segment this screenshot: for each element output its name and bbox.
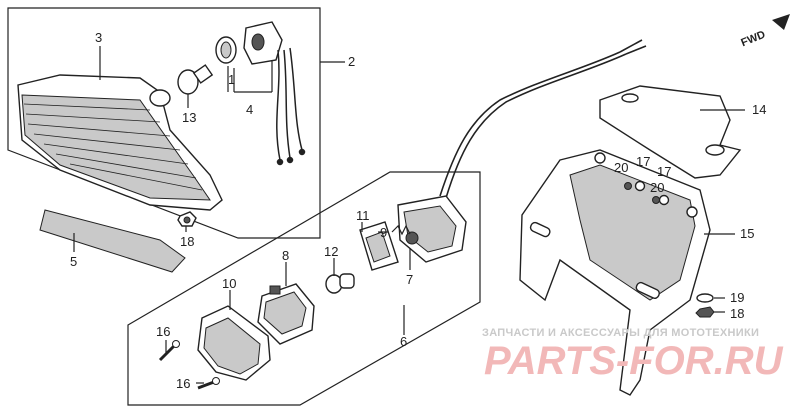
washer-20-a — [624, 182, 632, 190]
screw-16-a — [158, 340, 180, 362]
fwd-arrow-icon — [772, 14, 790, 30]
leader-lines — [73, 46, 745, 384]
callout-17-b: 17 — [657, 164, 671, 179]
nut-17-b — [658, 194, 670, 206]
gasket-11-inner — [365, 231, 391, 263]
license-assembly-outline — [127, 171, 481, 406]
callout-2: 2 — [348, 54, 355, 69]
callout-11: 11 — [356, 208, 370, 223]
watermark-tagline: ЗАПЧАСТИ И АКСЕССУАРЫ ДЛЯ МОТОТЕХНИКИ — [482, 327, 759, 339]
bulb-socket — [215, 21, 283, 65]
callout-10: 10 — [222, 276, 236, 291]
license-light-assembly-group — [127, 171, 481, 406]
callout-4: 4 — [246, 102, 253, 117]
fwd-direction-indicator: FWD — [739, 14, 790, 49]
callout-7: 7 — [406, 272, 413, 287]
socket-wires — [276, 47, 306, 166]
license-light-housing — [397, 195, 467, 263]
washer-19 — [696, 293, 714, 303]
callout-14: 14 — [752, 102, 766, 117]
nut-17-a — [634, 180, 646, 192]
callout-16-a: 16 — [156, 324, 170, 339]
callout-18-upper: 18 — [180, 234, 194, 249]
callout-8: 8 — [282, 248, 289, 263]
callout-20-a: 20 — [614, 160, 628, 175]
harness-wire — [439, 39, 647, 199]
nut-18-lower — [695, 306, 715, 318]
callout-1: 1 — [228, 72, 235, 87]
callout-16-b: 16 — [176, 376, 190, 391]
gasket-5 — [39, 209, 186, 273]
callouts: 3 2 1 4 13 5 18 6 7 9 11 12 8 10 16 16 1… — [70, 30, 766, 391]
washer-20-b — [652, 196, 660, 204]
bulb-12 — [325, 273, 355, 294]
bracket-14 — [599, 85, 742, 179]
callout-3: 3 — [95, 30, 102, 45]
watermark-brand: PARTS-FOR.RU — [484, 339, 784, 383]
callout-9: 9 — [380, 225, 387, 240]
screw-16-b — [197, 377, 220, 390]
tail-light-assembly-group — [7, 7, 321, 273]
callout-15: 15 — [740, 226, 754, 241]
callout-12: 12 — [324, 244, 338, 259]
callout-18-lower: 18 — [730, 306, 744, 321]
tail-lens-housing — [17, 74, 223, 211]
nut-18-upper — [177, 211, 197, 227]
lens-8 — [257, 283, 315, 345]
fwd-label: FWD — [739, 29, 767, 50]
watermark: ЗАПЧАСТИ И АКСЕССУАРЫ ДЛЯ МОТОТЕХНИКИ PA… — [482, 327, 784, 383]
callout-6: 6 — [400, 334, 407, 349]
callout-20-b: 20 — [650, 180, 664, 195]
callout-13: 13 — [182, 110, 196, 125]
callout-17-a: 17 — [636, 154, 650, 169]
callout-19: 19 — [730, 290, 744, 305]
assembly-outline — [7, 7, 321, 239]
bulb-13 — [177, 64, 214, 95]
callout-5: 5 — [70, 254, 77, 269]
cover-10 — [197, 305, 271, 381]
spring-9 — [391, 224, 411, 236]
